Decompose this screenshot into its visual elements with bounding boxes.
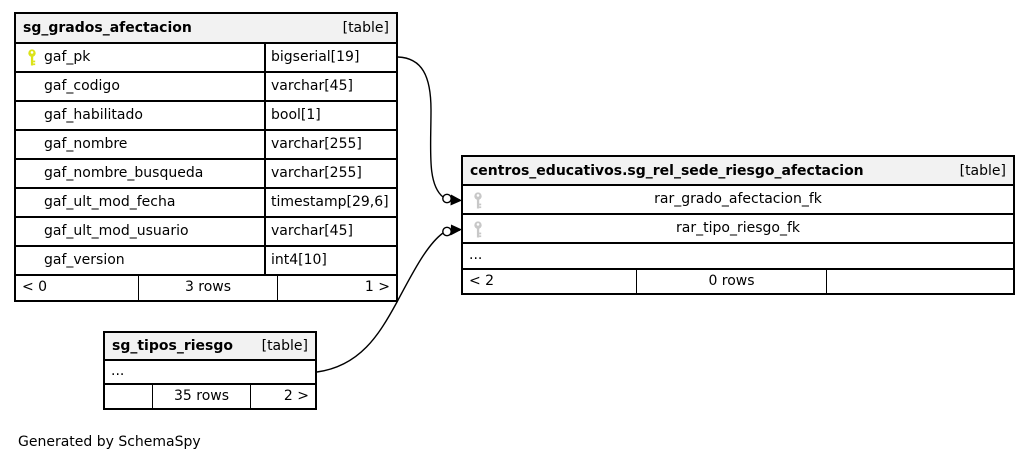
column-name: gaf_habilitado: [44, 107, 143, 123]
table-sg-tipos-riesgo: sg_tipos_riesgo [table] ... 35 rows 2 >: [103, 331, 317, 410]
footer-next-count: [826, 270, 1013, 293]
zero-cardinality-circle: [442, 226, 452, 237]
column-type: varchar[45]: [271, 78, 353, 94]
foreign-key-icon: [474, 221, 482, 238]
table-row: gaf_version int4[10]: [16, 247, 396, 276]
column-name: rar_grado_afectacion_fk: [654, 191, 822, 207]
column-name: gaf_ult_mod_fecha: [44, 194, 176, 210]
column-name: rar_tipo_riesgo_fk: [676, 220, 800, 236]
footer-next-count: 1 >: [277, 276, 396, 300]
table-header[interactable]: centros_educativos.sg_rel_sede_riesgo_af…: [463, 157, 1013, 186]
column-type: varchar[255]: [271, 136, 362, 152]
footer-row-count: 0 rows: [636, 270, 826, 293]
footer-row-count: 3 rows: [138, 276, 277, 300]
table-header[interactable]: sg_tipos_riesgo [table]: [105, 333, 315, 361]
column-type: bigserial[19]: [271, 49, 360, 65]
footer-prev-count: < 0: [22, 279, 48, 295]
table-footer: 35 rows 2 >: [105, 385, 315, 408]
column-name: gaf_version: [44, 252, 125, 268]
table-row: rar_tipo_riesgo_fk: [463, 215, 1013, 244]
table-row: rar_grado_afectacion_fk: [463, 186, 1013, 215]
edge-segment: [450, 229, 461, 232]
column-type: timestamp[29,6]: [271, 194, 389, 210]
table-row: gaf_habilitado bool[1]: [16, 102, 396, 131]
table-header[interactable]: sg_grados_afectacion [table]: [16, 14, 396, 44]
column-name: gaf_codigo: [44, 78, 120, 94]
table-type-label: [table]: [342, 20, 389, 36]
footer-next-count: 2 >: [250, 385, 315, 408]
column-name: gaf_nombre_busqueda: [44, 165, 204, 181]
footer-prev-count: [105, 385, 152, 408]
generated-by-caption: Generated by SchemaSpy: [18, 434, 201, 450]
table-row: gaf_ult_mod_fecha timestamp[29,6]: [16, 189, 396, 218]
table-footer: < 0 3 rows 1 >: [16, 276, 396, 300]
table-title[interactable]: sg_grados_afectacion: [23, 20, 192, 36]
table-sg-grados-afectacion: sg_grados_afectacion [table] gaf_pk bigs…: [14, 12, 398, 302]
table-row: gaf_nombre_busqueda varchar[255]: [16, 160, 396, 189]
hidden-columns-ellipsis: ...: [463, 244, 1013, 270]
column-type: varchar[255]: [271, 165, 362, 181]
hidden-columns-ellipsis: ...: [105, 361, 315, 385]
edge-segment: [450, 198, 461, 201]
table-footer: < 2 0 rows: [463, 270, 1013, 293]
column-name-cell: gaf_pk: [16, 44, 266, 71]
column-type: int4[10]: [271, 252, 327, 268]
table-row: gaf_nombre varchar[255]: [16, 131, 396, 160]
foreign-key-icon: [474, 192, 482, 209]
table-sg-rel-sede-riesgo-afectacion: centros_educativos.sg_rel_sede_riesgo_af…: [461, 155, 1015, 295]
zero-cardinality-circle: [442, 193, 452, 204]
table-title[interactable]: centros_educativos.sg_rel_sede_riesgo_af…: [470, 162, 864, 179]
edge-gaf-pk-to-rar-grado-afectacion-fk: [397, 56, 444, 198]
footer-prev-count: < 2: [469, 273, 495, 289]
column-name: gaf_nombre: [44, 136, 128, 152]
column-type: bool[1]: [271, 107, 321, 123]
table-type-label: [table]: [261, 338, 308, 354]
table-type-label: [table]: [959, 162, 1006, 179]
column-type: varchar[45]: [271, 223, 353, 239]
primary-key-icon: [28, 49, 36, 66]
table-row: gaf_ult_mod_usuario varchar[45]: [16, 218, 396, 247]
table-row: gaf_codigo varchar[45]: [16, 73, 396, 102]
column-name: gaf_ult_mod_usuario: [44, 223, 189, 239]
column-name: gaf_pk: [44, 49, 91, 65]
footer-row-count: 35 rows: [152, 385, 250, 408]
table-title[interactable]: sg_tipos_riesgo: [112, 338, 233, 354]
table-row: gaf_pk bigserial[19]: [16, 44, 396, 73]
